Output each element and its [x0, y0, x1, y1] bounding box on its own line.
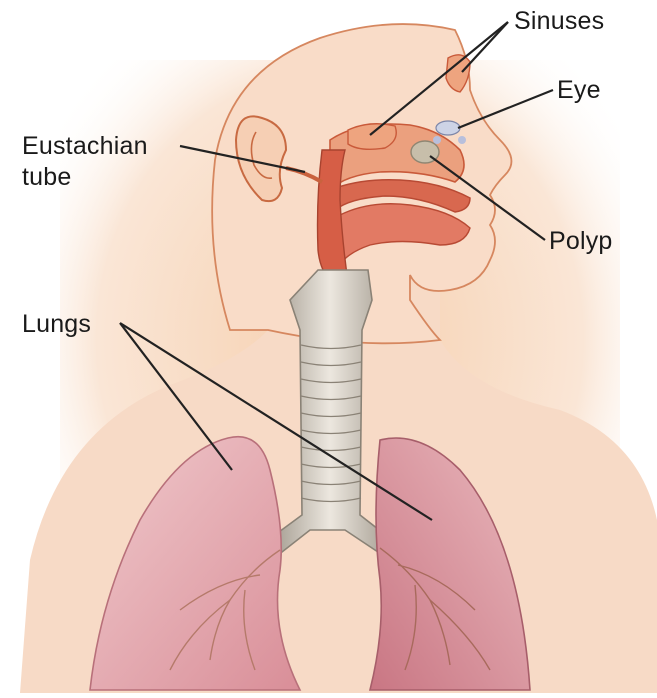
label-sinuses: Sinuses [514, 6, 604, 37]
label-eustachian-line1: Eustachian [22, 131, 148, 162]
label-lungs: Lungs [22, 309, 91, 340]
eye-shape [436, 121, 460, 135]
label-eye: Eye [557, 75, 601, 106]
label-eustachian-line2: tube [22, 162, 148, 193]
maxillary-sinus [348, 124, 396, 150]
label-polyp: Polyp [549, 226, 613, 257]
eye-detail-2 [458, 136, 466, 144]
label-eustachian-tube: Eustachian tube [22, 131, 148, 193]
eye-detail-1 [433, 136, 441, 144]
